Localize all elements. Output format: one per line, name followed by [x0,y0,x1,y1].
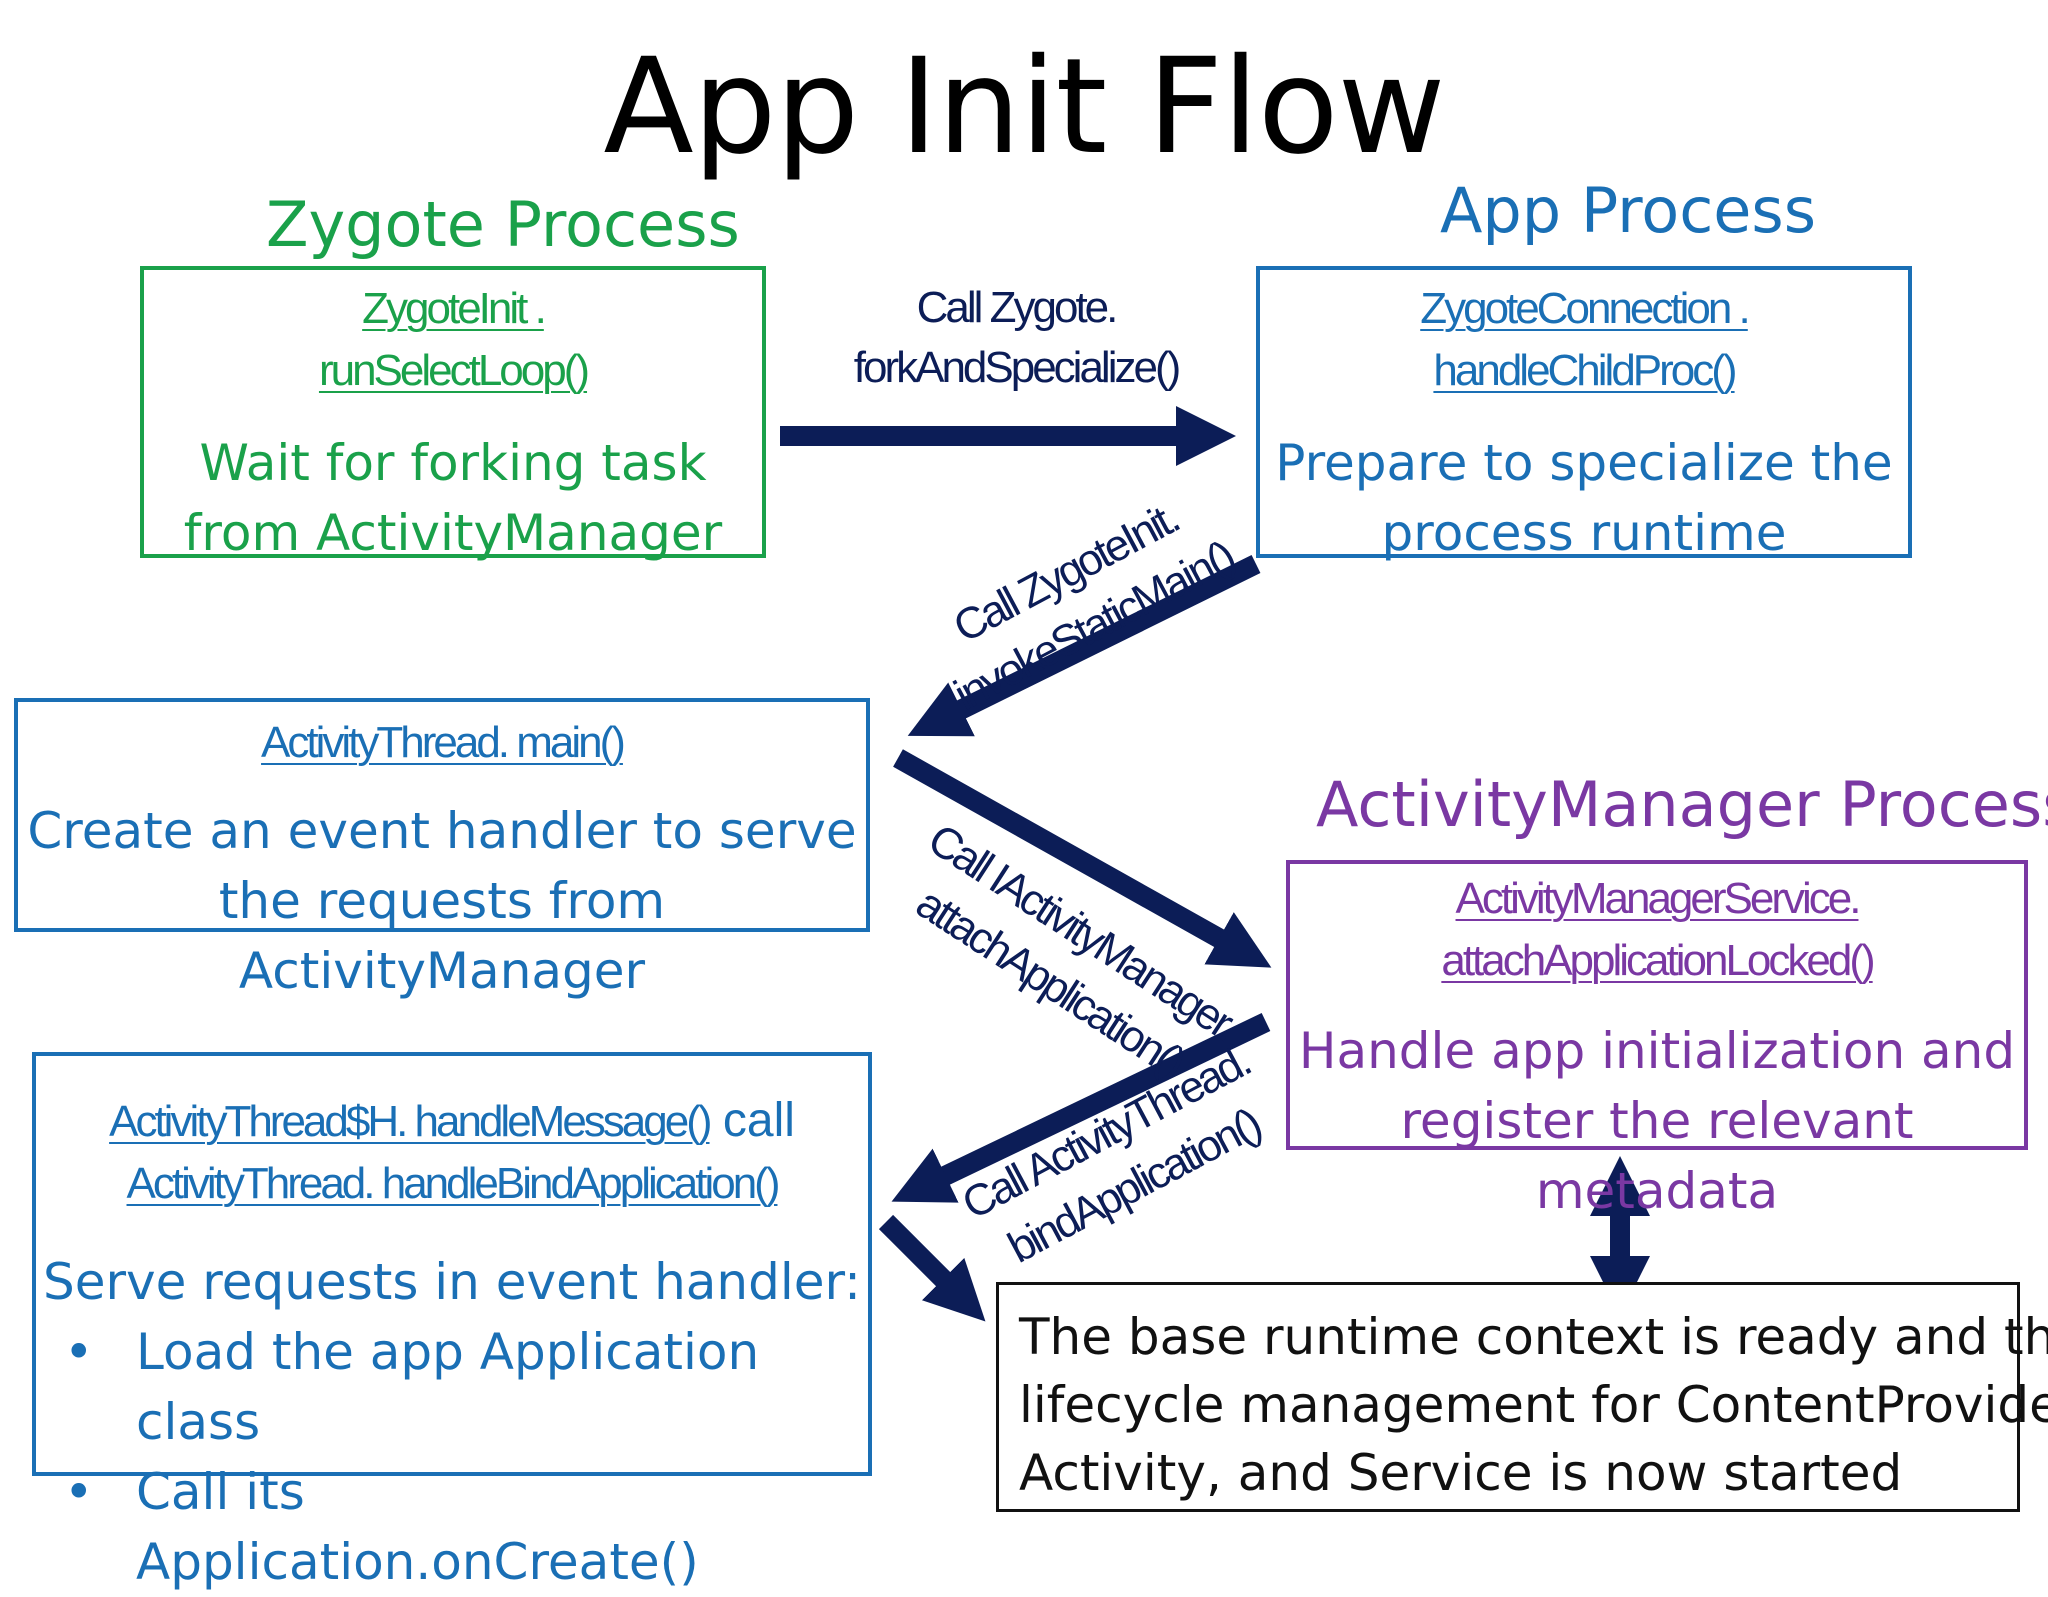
activity-thread-main-func: ActivityThread. main() [261,718,626,767]
final-line2: lifecycle management for ContentProvider… [1019,1376,2048,1434]
final-line3: Activity, and Service is now started [1019,1444,1903,1502]
arrow-bind [891,1012,1271,1203]
fork-label-line1: Call Zygote. [916,283,1119,332]
fork-label-line2: forkAndSpecialize() [853,343,1182,392]
app-desc-line1: Prepare to specialize the [1275,434,1893,492]
activity-manager-process-label: ActivityManager Process [1316,768,2048,841]
handle-message-bullets: Load the app Application class Call its … [36,1317,868,1597]
zygote-desc-line1: Wait for forking task [199,434,707,492]
activity-thread-main-desc-line1: Create an event handler to serve [27,802,857,860]
handle-message-box: ActivityThread$H. handleMessage() call A… [32,1052,872,1591]
zygote-desc-line2: from ActivityManager [183,504,723,562]
final-state-box: The base runtime context is ready and th… [996,1282,2048,1512]
app-desc-line2: process runtime [1381,504,1787,562]
arrows-layer [780,406,1650,1322]
fork-arrow-label: Call Zygote. forkAndSpecialize() [836,278,1196,398]
handle-message-func-line2: ActivityThread. handleBindApplication() [126,1159,781,1208]
arrow-attach [893,749,1272,968]
arrow-invoke [907,555,1261,737]
zygote-process-label: Zygote Process [266,188,740,261]
zygote-process-box: ZygoteInit . runSelectLoop() Wait for fo… [140,266,766,562]
handle-message-func-line1: ActivityThread$H. handleMessage() call [109,1094,795,1147]
handle-message-call-suffix: call [709,1094,795,1147]
final-line1: The base runtime context is ready and th… [1019,1308,2048,1366]
bullet-load-application: Load the app Application class [36,1317,868,1457]
bullet-call-oncreate: Call its Application.onCreate() [36,1457,868,1597]
app-process-box: ZygoteConnection . handleChildProc() Pre… [1256,266,1912,562]
app-func-line2: handleChildProc() [1433,346,1737,395]
activity-manager-desc-line1: Handle app initialization and [1298,1022,2016,1080]
app-process-label: App Process [1440,174,1817,247]
handle-message-desc-heading: Serve requests in event handler: [42,1253,862,1311]
activity-manager-desc-line2: register the relevant metadata [1400,1092,1914,1220]
zygote-func-line1: ZygoteInit . [362,284,547,333]
diagram-title: App Init Flow [603,30,1445,184]
activity-manager-func-line1: ActivityManagerService. [1455,874,1862,923]
activity-thread-main-desc-line2: the requests from ActivityManager [218,872,666,1000]
zygote-func-line2: runSelectLoop() [318,346,590,395]
activity-thread-main-box: ActivityThread. main() Create an event h… [14,698,870,1000]
activity-manager-process-box: ActivityManagerService. attachApplicatio… [1286,860,2028,1220]
activity-manager-func-line2: attachApplicationLocked() [1441,936,1875,985]
arrow-final [878,1214,986,1322]
app-func-line1: ZygoteConnection . [1420,284,1751,333]
